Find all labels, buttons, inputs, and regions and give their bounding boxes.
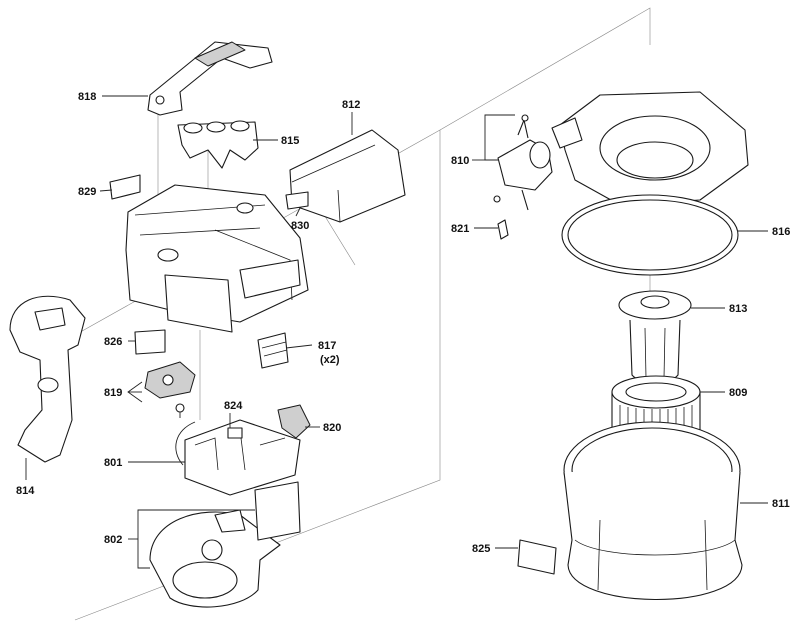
callout-814: 814 bbox=[16, 485, 35, 497]
label-825-part bbox=[517, 539, 557, 575]
callout-819: 819 bbox=[104, 387, 122, 399]
container-lid-part bbox=[551, 91, 749, 206]
callout-labels: 818 815 812 829 830 826 817 (x2) 819 824… bbox=[16, 91, 790, 555]
hose-connector-part bbox=[493, 114, 553, 211]
callout-829: 829 bbox=[78, 186, 96, 198]
top-cover-part bbox=[289, 129, 406, 223]
callout-821: 821 bbox=[451, 223, 469, 235]
callout-830: 830 bbox=[291, 220, 309, 232]
callout-824: 824 bbox=[224, 400, 243, 412]
callout-811: 811 bbox=[772, 498, 790, 510]
callout-817: 817 bbox=[318, 340, 336, 352]
label-826-part bbox=[134, 329, 166, 355]
callout-801: 801 bbox=[104, 457, 122, 469]
side-handle-part bbox=[9, 295, 86, 463]
callout-817-quantity: (x2) bbox=[320, 354, 340, 366]
switch-bracket-part bbox=[144, 361, 196, 418]
callout-818: 818 bbox=[78, 91, 96, 103]
callout-813: 813 bbox=[729, 303, 747, 315]
callout-815: 815 bbox=[281, 135, 299, 147]
label-821-part bbox=[497, 219, 509, 240]
gasket-ring-part bbox=[561, 194, 739, 276]
motor-fan-part bbox=[149, 509, 281, 608]
callout-812: 812 bbox=[342, 99, 360, 111]
leader-lines bbox=[25, 95, 768, 569]
filter-cage-part bbox=[618, 290, 692, 384]
callout-809: 809 bbox=[729, 387, 747, 399]
label-829-part bbox=[109, 174, 141, 200]
callout-826: 826 bbox=[104, 336, 122, 348]
callout-816: 816 bbox=[772, 226, 790, 238]
handle-insert-part bbox=[177, 120, 259, 169]
callout-820: 820 bbox=[323, 422, 341, 434]
label-830-part bbox=[285, 191, 309, 210]
motor-housing-part bbox=[125, 184, 309, 333]
callout-810: 810 bbox=[451, 155, 469, 167]
clip-817-part bbox=[257, 332, 289, 369]
callout-802: 802 bbox=[104, 534, 122, 546]
callout-825: 825 bbox=[472, 543, 490, 555]
filter-pad-part bbox=[254, 481, 301, 541]
dust-container-part bbox=[563, 421, 743, 600]
button-820-part bbox=[277, 404, 311, 439]
carry-handle-part bbox=[147, 41, 273, 116]
electronics-module-part bbox=[175, 419, 301, 496]
